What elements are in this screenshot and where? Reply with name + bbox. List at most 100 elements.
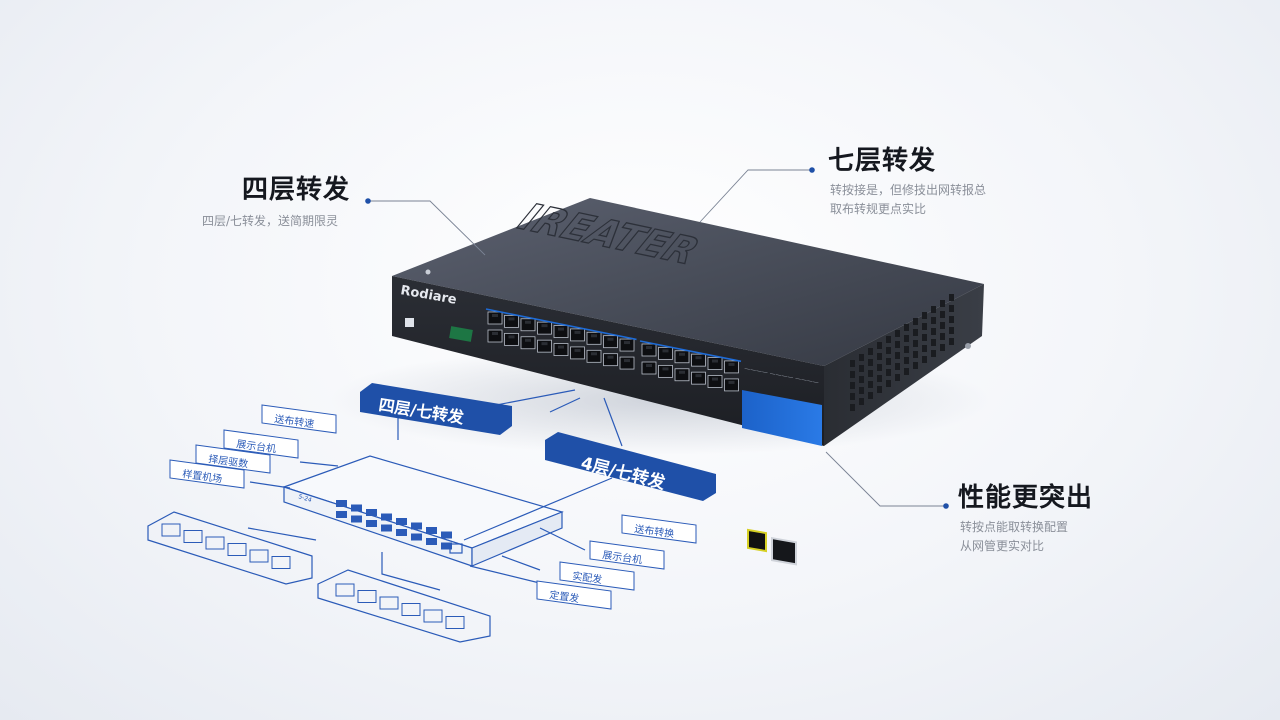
vent-slot: [850, 371, 855, 378]
vent-slot: [940, 322, 945, 329]
flow-line-3: [603, 397, 623, 447]
rj45-group-b-port-latch: [695, 356, 702, 360]
vent-slot: [859, 398, 864, 405]
connector-right-2: [501, 555, 541, 571]
vent-slot: [886, 380, 891, 387]
vent-slot: [886, 336, 891, 343]
mini-port: [411, 533, 422, 541]
rj45-group-b-port-latch: [695, 374, 702, 378]
rj45-group-a-port-latch: [508, 317, 515, 321]
leader-top-right: [699, 169, 812, 223]
mini-port: [381, 513, 392, 521]
vent-slot: [922, 334, 927, 341]
vent-slot: [904, 335, 909, 342]
rj45-group-b-port-latch: [679, 352, 685, 356]
rj45-group-a-port-latch: [574, 348, 581, 352]
vent-slot: [886, 358, 891, 365]
rj45-group-b-port: [641, 361, 657, 375]
callout-title-performance: 性能更突出: [958, 483, 1094, 513]
right-tag-box: [589, 540, 665, 570]
vent-slot: [940, 300, 945, 307]
rj45-group-a-port: [537, 321, 552, 335]
callout-subtitle-layer4: 四层/七转发，送简期限灵: [202, 214, 339, 228]
rj45-group-a-port: [570, 328, 585, 342]
vent-slot: [940, 344, 945, 351]
mini-port: [381, 524, 392, 532]
panel-cell: [205, 536, 225, 550]
sfp-port-1: [747, 528, 767, 553]
vent-slot: [940, 311, 945, 318]
rj45-group-a-port-latch: [492, 332, 498, 335]
vent-slot: [895, 352, 900, 359]
rj45-group-a-port: [537, 339, 552, 353]
vent-slot: [949, 305, 954, 312]
mini-port: [351, 504, 362, 512]
rj45-group-a-port: [586, 331, 602, 345]
rj45-group-a-accent-line: [485, 308, 637, 341]
small-switch-side: [471, 511, 563, 567]
vent-slot: [877, 353, 882, 360]
rj45-group-a-port: [520, 336, 536, 350]
vent-slot: [877, 386, 882, 393]
callout-subtitle-performance-line-1: 转按点能取转换配置: [960, 520, 1069, 534]
rj45-group-b-port-latch: [646, 364, 652, 367]
vent-slot: [922, 345, 927, 352]
leader-bottom-right: [825, 451, 946, 507]
rj45-group-a-port: [570, 346, 585, 360]
vent-slot: [904, 346, 909, 353]
rj45-group-a-port-latch: [624, 359, 630, 363]
mini-sfp-port: [449, 543, 463, 554]
rj45-group-a-port: [603, 335, 618, 349]
vent-slot: [949, 294, 954, 301]
rj45-group-a-port: [586, 349, 602, 363]
uplink-module: [742, 390, 822, 446]
rj45-group-b-port: [658, 346, 673, 360]
connector-bottom: [381, 552, 441, 591]
vent-slot: [913, 340, 918, 347]
right-tag-label: 实配发: [572, 569, 604, 586]
vent-slot: [868, 370, 873, 377]
vent-slot: [886, 369, 891, 376]
vent-slot: [895, 330, 900, 337]
vent-slot: [868, 348, 873, 355]
connector-left-2: [249, 481, 291, 489]
rj45-group-b-port-latch: [679, 370, 685, 374]
vent-slot: [931, 350, 936, 357]
rj45-group-b-port-latch: [662, 349, 669, 353]
vent-slot: [913, 329, 918, 336]
rj45-group-a-port-latch: [558, 345, 564, 349]
rj45-group-a-port-latch: [558, 327, 564, 331]
vent-slot: [931, 339, 936, 346]
rj45-group-a-port: [520, 318, 536, 332]
rj45-group-b-port: [641, 343, 657, 357]
vent-slot: [895, 341, 900, 348]
vent-slot: [868, 381, 873, 388]
rj45-group-a-port: [487, 311, 503, 325]
connector-right-1: [539, 527, 586, 551]
rj45-group-a-port-latch: [624, 341, 630, 345]
rj45-group-b-port: [724, 378, 739, 392]
mini-port: [441, 531, 452, 539]
connector-up: [463, 477, 613, 541]
rj45-group-b-port: [707, 375, 723, 388]
badge-2-shape: [545, 432, 716, 501]
panel-left-cells: [161, 523, 291, 569]
rj45-group-a-port-latch: [508, 335, 515, 339]
status-led-block: [449, 326, 473, 342]
vent-slot: [913, 362, 918, 369]
right-tag-box: [536, 580, 612, 610]
rj45-group-b-port-latch: [712, 377, 718, 381]
small-switch-label: 5-24: [297, 493, 312, 504]
vent-slot: [877, 364, 882, 371]
sfp-port-2: [771, 536, 797, 566]
rj45-group-a-port-latch: [607, 337, 614, 341]
rj45-group-b-port-latch: [646, 346, 652, 349]
panel-cell: [423, 609, 443, 623]
mini-port: [441, 542, 452, 550]
rj45-group-a-port: [619, 338, 635, 352]
right-tag-label: 定置发: [549, 588, 581, 605]
rj45-group-b-port: [691, 371, 706, 385]
rj45-group-a-port: [603, 353, 618, 367]
rj45-group-b-port: [658, 364, 673, 378]
